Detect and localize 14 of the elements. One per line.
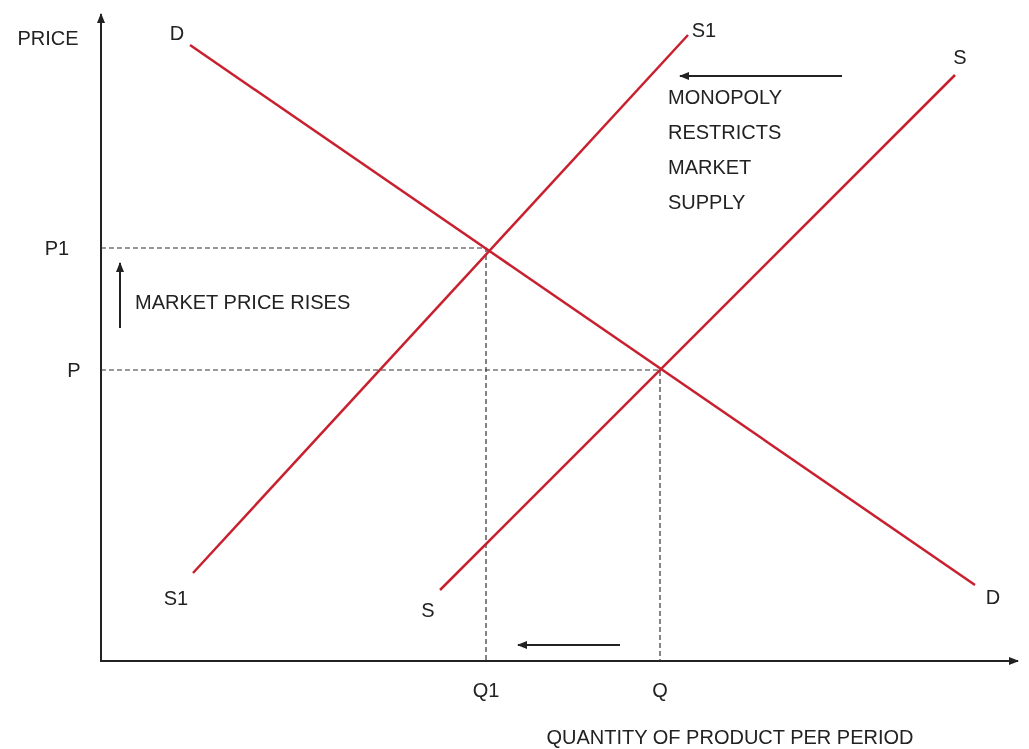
curve-label: S1 (691, 18, 717, 42)
axis-tick-label: Q1 (472, 678, 500, 702)
axis-label: PRICE (17, 26, 79, 50)
curve-label: D (169, 21, 185, 45)
curve-label: S (953, 45, 967, 69)
axis-tick-label: Q (652, 678, 668, 702)
annotation-text: MARKET PRICE RISES (135, 290, 351, 314)
axis-label: QUANTITY OF PRODUCT PER PERIOD (546, 725, 914, 749)
curve-label: S (421, 598, 435, 622)
curve-label: D (985, 585, 1001, 609)
axis-tick-label: P1 (44, 236, 70, 260)
annotation-text: MONOPOLY RESTRICTS MARKET SUPPLY (668, 85, 783, 215)
curve-label: S1 (163, 586, 189, 610)
axis-tick-label: P (67, 358, 81, 382)
